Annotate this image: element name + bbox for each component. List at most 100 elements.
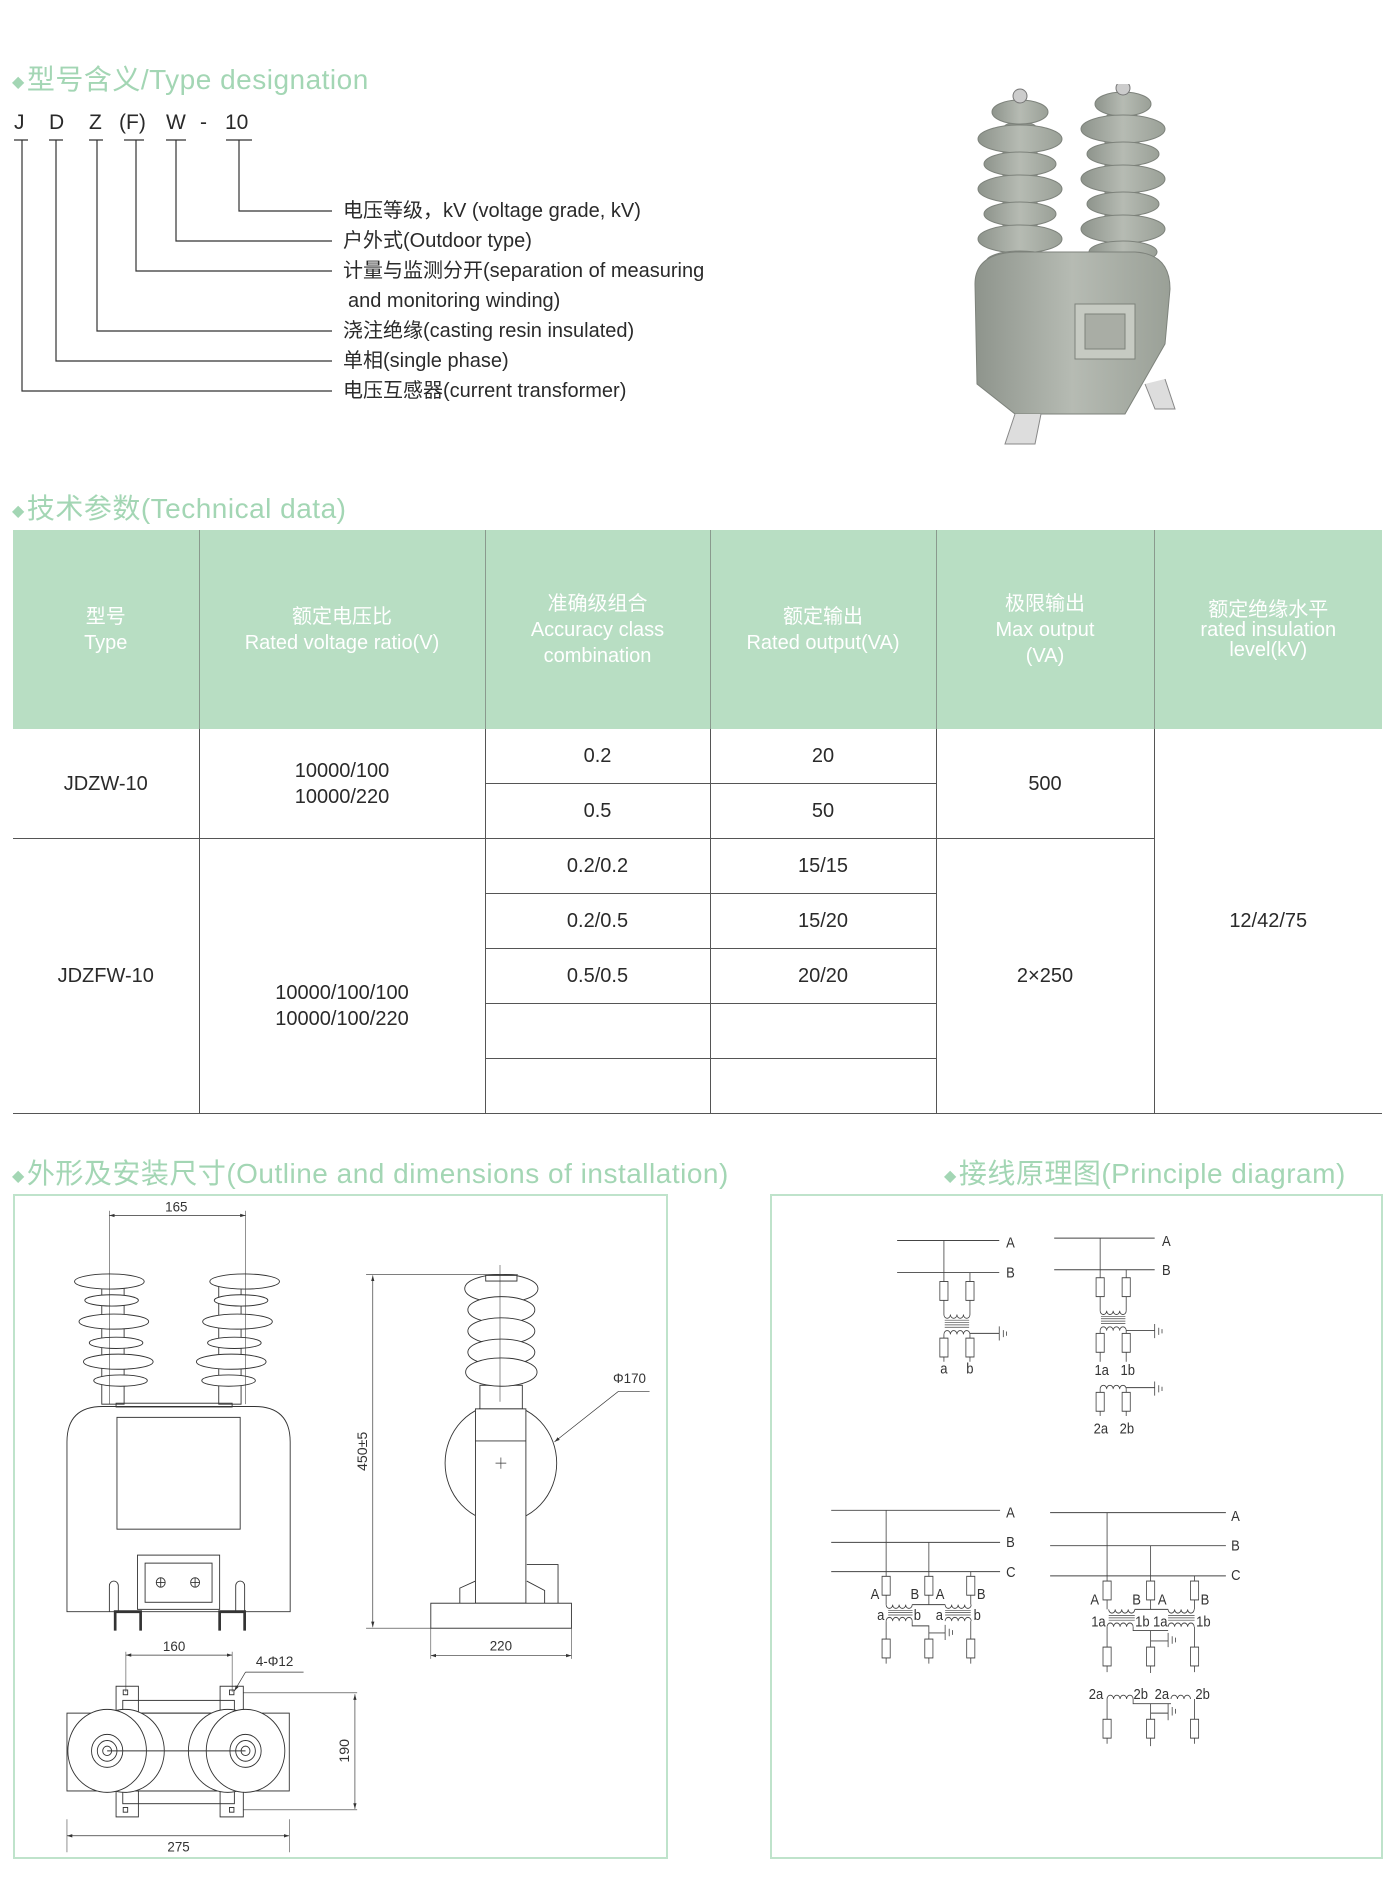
- meaning-casting-resin: 浇注绝缘(casting resin insulated): [343, 320, 635, 342]
- code-letter: W: [166, 111, 186, 134]
- terminal-label: 1a: [1153, 1612, 1168, 1629]
- cell-output: 15/20: [709, 893, 936, 949]
- terminal-label: b: [974, 1606, 981, 1623]
- section-title-technical-data: ◆技术参数(Technical data): [12, 487, 346, 527]
- label-phase-a: A: [1006, 1234, 1015, 1251]
- terminal-label: 2a: [1155, 1685, 1170, 1702]
- diagram-single-winding: [897, 1240, 1007, 1362]
- bullet-icon: ◆: [12, 73, 25, 91]
- section-title-text: 技术参数(Technical data): [26, 493, 347, 524]
- dim-phi170: Φ170: [613, 1371, 646, 1386]
- code-letter: Z: [89, 111, 102, 134]
- terminal-label: A: [1090, 1591, 1099, 1608]
- table-row: [13, 1058, 1382, 1114]
- code-letter: D: [49, 111, 65, 134]
- label-phase-b: B: [1231, 1536, 1240, 1553]
- cell-accuracy: 0.2/0.5: [484, 893, 710, 949]
- terminal-label: 2b: [1134, 1685, 1149, 1702]
- cell-output: 15/15: [709, 838, 936, 894]
- section-title-text: 外形及安装尺寸(Outline and dimensions of instal…: [26, 1158, 729, 1189]
- designation-connector-lines: [14, 139, 332, 392]
- cell-output: 50: [709, 783, 936, 839]
- dim-275: 275: [167, 1839, 190, 1854]
- section-title-outline: ◆外形及安装尺寸(Outline and dimensions of insta…: [12, 1152, 729, 1192]
- label-a: a: [940, 1360, 947, 1377]
- meaning-outdoor: 户外式(Outdoor type): [343, 230, 532, 252]
- terminal-label: B: [911, 1585, 920, 1602]
- label-phase-a: A: [1162, 1232, 1171, 1249]
- bullet-icon: ◆: [12, 502, 25, 520]
- terminal-label: B: [1201, 1591, 1210, 1608]
- table-row: 0.5/0.5 20/20: [13, 948, 1382, 1004]
- cell-max-output: 2×250: [935, 838, 1154, 1114]
- label-phase-a: A: [1231, 1507, 1240, 1524]
- terminal-label: 1b: [1135, 1612, 1150, 1629]
- section-title-principle: ◆接线原理图(Principle diagram): [944, 1152, 1346, 1192]
- meaning-transformer: 电压互感器(current transformer): [343, 380, 627, 402]
- cell-type: JDZW-10: [13, 729, 199, 839]
- terminal-label: 1b: [1196, 1612, 1211, 1629]
- section-title-type-designation: ◆型号含义/Type designation: [12, 58, 369, 98]
- label-phase-c: C: [1006, 1563, 1015, 1580]
- meaning-separation: 计量与监测分开(separation of measuring: [343, 260, 705, 282]
- label-2a: 2a: [1094, 1419, 1109, 1436]
- label-phase-c: C: [1231, 1566, 1240, 1583]
- dim-holes: 4-Φ12: [256, 1654, 293, 1669]
- front-insulator-right: [195, 1273, 280, 1405]
- cell-max-output: 500: [935, 729, 1154, 839]
- dim-450: 450±5: [355, 1431, 370, 1471]
- code-letter: (F): [119, 111, 146, 134]
- meaning-separation-cont: and monitoring winding): [348, 290, 561, 312]
- label-b: b: [966, 1360, 973, 1377]
- dim-190: 190: [337, 1739, 352, 1763]
- label-phase-b: B: [1006, 1533, 1015, 1550]
- cell-output: 20/20: [709, 948, 936, 1004]
- terminal-label: a: [877, 1606, 884, 1623]
- terminal-label: 2a: [1089, 1685, 1104, 1702]
- diagram-three-phase-double: [1050, 1512, 1226, 1747]
- bullet-icon: ◆: [12, 1167, 25, 1185]
- table-row: 0.5 50: [13, 783, 1382, 839]
- outline-drawing: 165 160 4-Φ12 190 275 450±5 Φ170 220: [66, 1199, 650, 1854]
- label-2b: 2b: [1120, 1419, 1135, 1436]
- terminal-label: 1a: [1091, 1612, 1106, 1629]
- terminal-label: B: [977, 1585, 986, 1602]
- label-phase-b: B: [1006, 1264, 1015, 1281]
- dim-160: 160: [163, 1639, 186, 1654]
- meaning-voltage-grade: 电压等级，kV (voltage grade, kV): [343, 200, 641, 222]
- terminal-label: 2b: [1195, 1685, 1210, 1702]
- label-phase-a: A: [1006, 1503, 1015, 1520]
- label-1b: 1b: [1121, 1361, 1136, 1378]
- terminal-label: B: [1132, 1591, 1141, 1608]
- code-letter: 10: [225, 111, 249, 134]
- terminal-label: a: [936, 1606, 943, 1623]
- cell-type: JDZFW-10: [13, 838, 199, 1114]
- principle-diagram: A B a b A B 1a 1b 2a 2b A B C A B A B a …: [831, 1232, 1241, 1747]
- cell-output: 20: [709, 729, 936, 784]
- principle-panel: [770, 1194, 1383, 1859]
- cell-output: [709, 1003, 936, 1059]
- terminal-label: A: [1158, 1591, 1167, 1608]
- dim-165: 165: [165, 1199, 188, 1214]
- terminal-label: A: [936, 1585, 945, 1602]
- product-photo: [974, 84, 1176, 445]
- label-phase-b: B: [1162, 1261, 1171, 1278]
- cell-output: [709, 1058, 936, 1114]
- outline-panel: [13, 1194, 668, 1859]
- meaning-single-phase: 单相(single phase): [343, 350, 509, 372]
- cell-accuracy: 0.2/0.2: [484, 838, 710, 894]
- cell-accuracy: 0.5: [484, 783, 710, 839]
- cell-accuracy: [484, 1058, 710, 1114]
- code-letter: -: [200, 111, 207, 134]
- terminal-label: b: [914, 1606, 921, 1623]
- cell-accuracy: 0.2: [484, 729, 710, 784]
